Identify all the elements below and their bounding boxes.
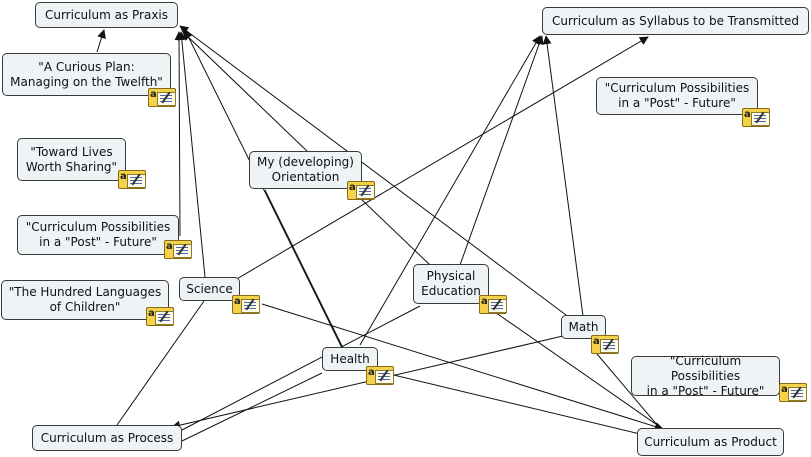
link-health-to-praxis [184, 29, 343, 349]
node-possibilities-top-right[interactable]: "Curriculum Possibilities in a "Post" - … [596, 77, 758, 115]
node-physical-education[interactable]: Physical Education [413, 264, 489, 304]
note-attachment-icon[interactable]: a [148, 88, 176, 107]
link-orientation-to-physical-ed [359, 197, 431, 266]
link-possibilities-to-praxis [174, 31, 184, 237]
note-attachment-icon[interactable]: a [146, 307, 174, 326]
link-orientation-to-health [264, 189, 344, 349]
note-attachment-icon[interactable]: a [779, 383, 807, 402]
note-attachment-icon[interactable]: a [591, 335, 619, 354]
link-physical-ed-to-process [181, 305, 421, 431]
link-science-to-process [116, 300, 205, 426]
node-possibilities-bottom-right[interactable]: "Curriculum Possibilities in a "Post" - … [631, 354, 780, 398]
node-curriculum-as-product[interactable]: Curriculum as Product [637, 428, 784, 456]
link-physical-ed-to-syllabus [459, 35, 544, 266]
note-attachment-icon[interactable]: a [366, 366, 394, 385]
note-attachment-icon[interactable]: a [347, 181, 375, 200]
link-curious-plan-to-praxis [96, 29, 106, 53]
note-attachment-icon[interactable]: a [479, 295, 507, 314]
node-toward-lives[interactable]: "Toward Lives Worth Sharing" [17, 138, 126, 181]
link-science-to-praxis [177, 31, 206, 278]
node-science[interactable]: Science [179, 277, 240, 301]
node-curriculum-as-praxis[interactable]: Curriculum as Praxis [35, 2, 178, 28]
link-science-to-product [261, 303, 664, 431]
link-math-to-syllabus [542, 35, 584, 317]
note-attachment-icon[interactable]: a [232, 295, 260, 314]
link-health-to-process [181, 372, 323, 442]
node-curriculum-as-process[interactable]: Curriculum as Process [32, 425, 182, 451]
node-curriculum-as-syllabus[interactable]: Curriculum as Syllabus to be Transmitted [542, 7, 809, 35]
link-physical-ed-to-product [491, 309, 661, 428]
link-orientation-to-praxis [182, 31, 309, 153]
link-health-to-syllabus [359, 35, 541, 346]
link-health-to-product [376, 370, 641, 435]
node-curious-plan[interactable]: "A Curious Plan: Managing on the Twelfth… [2, 53, 171, 96]
link-math-to-praxis [179, 25, 571, 319]
node-my-developing-orientation[interactable]: My (developing) Orientation [249, 151, 362, 189]
node-hundred-languages[interactable]: "The Hundred Languages of Children" [1, 280, 169, 320]
note-attachment-icon[interactable]: a [164, 240, 192, 259]
link-math-to-product [596, 353, 659, 427]
note-attachment-icon[interactable]: a [118, 170, 146, 189]
note-attachment-icon[interactable]: a [742, 108, 770, 127]
node-possibilities-left[interactable]: "Curriculum Possibilities in a "Post" - … [17, 215, 179, 255]
link-science-to-syllabus [234, 36, 649, 281]
